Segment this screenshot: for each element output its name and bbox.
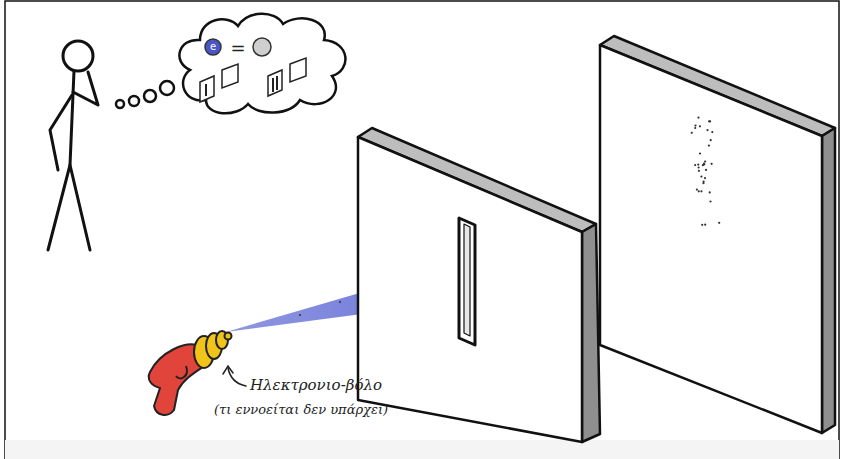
mini-slit-panels xyxy=(200,58,306,102)
impact-dot xyxy=(698,166,700,168)
impact-dot xyxy=(702,164,704,166)
impact-dot xyxy=(705,169,707,171)
impact-dot xyxy=(701,224,703,226)
impact-dot xyxy=(700,190,702,192)
ball xyxy=(253,38,271,56)
electron-circle: e xyxy=(204,38,222,56)
gun-note: (τι εννοείται δεν υπάρχει) xyxy=(214,402,388,417)
electron-symbol: e xyxy=(210,42,216,52)
impact-dot xyxy=(698,170,700,172)
leader-arrow xyxy=(223,366,246,386)
bottom-band xyxy=(5,440,839,459)
slit-wall xyxy=(358,128,600,442)
frame xyxy=(5,1,839,459)
stick-figure xyxy=(48,41,98,250)
impact-dot xyxy=(702,182,704,184)
impact-dot xyxy=(704,224,706,226)
impact-dot xyxy=(704,160,706,162)
impact-dot xyxy=(718,222,720,224)
impact-dot xyxy=(710,139,712,141)
impact-dot xyxy=(694,164,696,166)
detector-screen xyxy=(600,36,835,433)
impact-dot xyxy=(691,132,693,134)
impact-dot xyxy=(694,127,696,129)
thought-bubble xyxy=(116,14,345,114)
impact-dot xyxy=(699,125,701,127)
impact-dot xyxy=(708,120,710,122)
impact-dot xyxy=(709,120,711,122)
impact-dot xyxy=(709,191,711,193)
impact-dot xyxy=(706,129,708,131)
equals-sign: = xyxy=(230,37,245,58)
impact-dot xyxy=(700,176,702,178)
impact-dots xyxy=(691,117,721,226)
impact-dot xyxy=(711,131,713,133)
impact-dot xyxy=(699,152,701,154)
impact-dot xyxy=(709,200,711,202)
impact-dot xyxy=(711,163,713,165)
impact-dot xyxy=(698,190,700,192)
gun-label: Ηλεκτρονιο-βόλο xyxy=(250,376,382,394)
impact-dot xyxy=(697,117,699,119)
impact-dot xyxy=(704,177,706,179)
impact-dot xyxy=(694,125,696,127)
impact-dot xyxy=(708,145,710,147)
impact-dot xyxy=(696,189,698,191)
impact-dot xyxy=(697,164,699,166)
